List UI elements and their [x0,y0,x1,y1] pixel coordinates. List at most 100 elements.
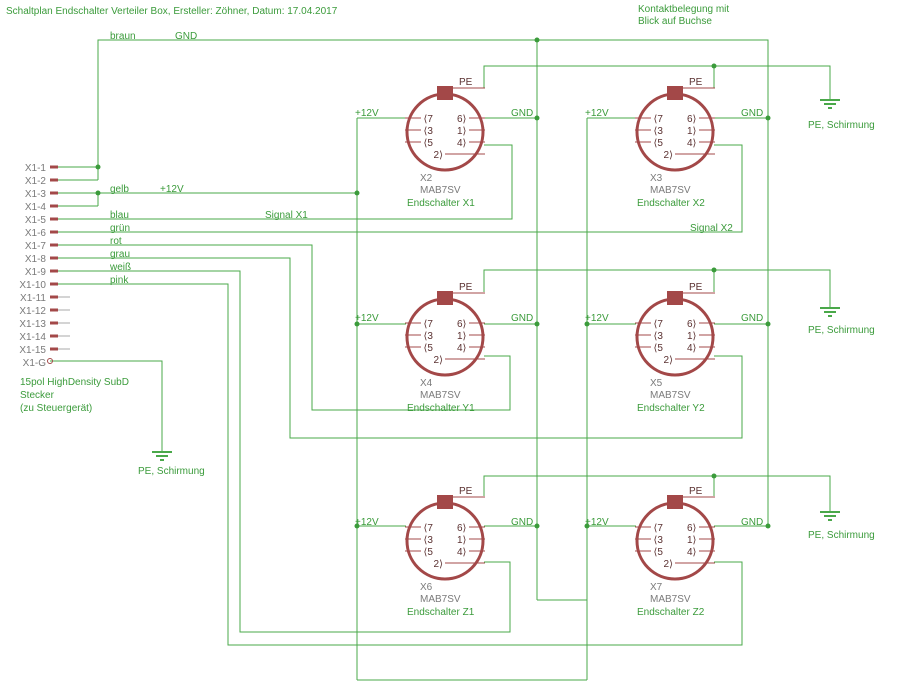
pin-label-right: 1⟩ [687,126,697,137]
pin-label-right: 4⟩ [687,138,697,149]
pin-label-right: 1⟩ [457,126,467,137]
pin-label-right: 6⟩ [457,114,467,125]
label-braun: braun [110,31,136,42]
socket-name: Endschalter Y2 [637,403,705,414]
socket-gnd-label: GND [741,517,763,528]
socket-body [405,297,485,377]
x1-pin-label: X1-G [23,358,47,369]
ground-symbol-1: PE, Schirmung [808,99,875,131]
socket-plus12-label: +12V [355,517,379,528]
pin-label-right: 6⟩ [687,319,697,330]
x1-desc-line1: 15pol HighDensity SubD [20,377,129,388]
socket-body [635,92,715,172]
pin-label-2: 2⟩ [434,150,444,161]
socket-name: Endschalter Z2 [637,607,705,618]
x1-pin-10: X1-10 [19,280,58,291]
x1-pin-13: X1-13 [19,319,70,330]
x1-pin-11: X1-11 [20,293,70,304]
ground-symbol-4: PE, Schirmung [138,451,205,477]
ground-label: PE, Schirmung [808,530,875,541]
pin-label-left: ⟨3 [424,126,434,137]
x1-pin-7: X1-7 [25,241,58,252]
ground-symbol-3: PE, Schirmung [808,511,875,541]
x1-pin-label: X1-7 [25,241,47,252]
x1-pin-label: X1-9 [25,267,47,278]
x1-pin-8: X1-8 [25,254,58,265]
socket-plus12-label: +12V [585,517,609,528]
label-signal-x1: Signal X1 [265,210,308,221]
socket-ref: X5 [650,378,663,389]
pin-label-right: 1⟩ [457,535,467,546]
pin-label-left: ⟨5 [654,138,664,149]
pin-label-left: ⟨3 [654,126,664,137]
pin-label-left: ⟨3 [424,331,434,342]
socket-plus12-label: +12V [585,108,609,119]
socket-ref: X7 [650,582,663,593]
label-pink: pink [110,275,129,286]
pin-label-left: ⟨7 [424,523,434,534]
pin-label-left: ⟨7 [424,319,434,330]
socket-body [405,501,485,581]
socket-gnd-label: GND [511,313,533,324]
x1-pin-label: X1-15 [19,345,46,356]
socket-gnd-label: GND [741,313,763,324]
pin-label-right: 4⟩ [457,138,467,149]
pe-label: PE [459,282,473,293]
x1-pin-label: X1-11 [20,293,46,304]
x1-connector: X1-1X1-2X1-3X1-4X1-5X1-6X1-7X1-8X1-9X1-1… [19,163,70,369]
socket-type: MAB7SV [650,185,691,196]
label-plus12: +12V [160,184,184,195]
wire-labels: braun GND gelb +12V blau Signal X1 grün … [109,31,733,286]
pin-label-right: 6⟩ [687,114,697,125]
pe-label: PE [689,282,703,293]
socket-plus12-label: +12V [355,108,379,119]
x1-pin-label: X1-14 [19,332,46,343]
pin-label-left: ⟨7 [424,114,434,125]
pin-label-left: ⟨5 [424,343,434,354]
pin-label-right: 1⟩ [457,331,467,342]
pe-contact [437,495,453,509]
socket-ref: X6 [420,582,433,593]
schematic-title: Schaltplan Endschalter Verteiler Box, Er… [6,6,338,17]
pin-label-2: 2⟩ [664,355,674,366]
pin-label-left: ⟨3 [424,535,434,546]
label-grau: grau [110,249,130,260]
socket-type: MAB7SV [650,390,691,401]
pin-label-2: 2⟩ [664,150,674,161]
ground-symbol-2: PE, Schirmung [808,307,875,336]
pin-label-right: 4⟩ [457,547,467,558]
socket-body [405,92,485,172]
pin-label-right: 6⟩ [457,523,467,534]
x1-desc-line2: Stecker [20,390,55,401]
pe-contact [667,495,683,509]
x1-pin-label: X1-12 [19,306,46,317]
socket-type: MAB7SV [420,594,461,605]
socket-plus12-label: +12V [355,313,379,324]
pin-label-right: 6⟩ [457,319,467,330]
x1-pin-2: X1-2 [25,176,58,187]
x1-ground-pin [47,358,53,364]
wiring [50,39,831,681]
pe-contact [437,86,453,100]
x1-pin-label: X1-1 [25,163,47,174]
socket-type: MAB7SV [650,594,691,605]
socket-ref: X4 [420,378,433,389]
pin-label-left: ⟨7 [654,114,664,125]
socket-body [635,501,715,581]
socket-type: MAB7SV [420,390,461,401]
x1-pin-9: X1-9 [25,267,58,278]
pin-label-2: 2⟩ [434,355,444,366]
label-blau: blau [110,210,129,221]
label-gruen: grün [110,223,130,234]
x1-pin-label: X1-4 [25,202,47,213]
ground-label: PE, Schirmung [138,466,205,477]
pin-label-left: ⟨3 [654,535,664,546]
x1-pin-label: X1-5 [25,215,47,226]
label-rot: rot [110,236,122,247]
